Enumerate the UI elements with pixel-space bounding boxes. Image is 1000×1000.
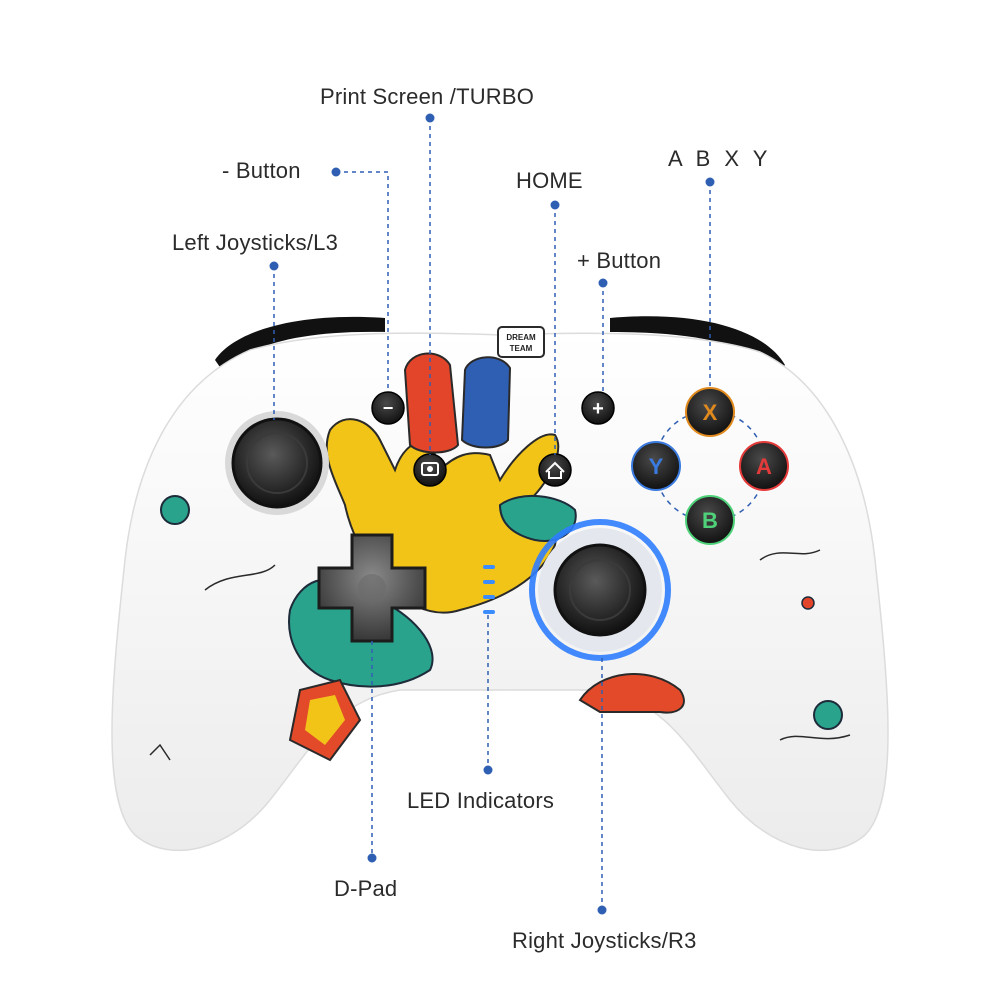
button-y[interactable]: [631, 441, 681, 491]
label-minus-button: - Button: [222, 158, 301, 183]
button-b-label: B: [702, 508, 718, 533]
button-x-label: X: [703, 400, 718, 425]
left-bumper: [215, 316, 385, 370]
button-b[interactable]: [685, 495, 735, 545]
artwork-dot-right: [801, 596, 815, 610]
label-print-screen: Print Screen /TURBO: [320, 84, 535, 109]
minus-button[interactable]: [371, 391, 405, 425]
label-led-indicators: LED Indicators: [407, 788, 555, 813]
artwork-sign: [497, 326, 545, 358]
left-joystick[interactable]: [231, 417, 323, 509]
artwork-blue-character: [460, 356, 512, 449]
artwork-sign-text-2: TEAM: [510, 344, 533, 353]
button-a[interactable]: [739, 441, 789, 491]
right-joystick-led-ring: [529, 519, 671, 661]
leader-lines: [273, 118, 711, 910]
camera-icon: [421, 462, 439, 476]
button-a-label: A: [756, 454, 772, 479]
leader-dots: [269, 113, 715, 915]
label-left-joystick: Left Joysticks/L3: [172, 230, 339, 255]
label-dpad: D-Pad: [334, 876, 398, 901]
label-abxy: A B X Y: [668, 146, 772, 171]
home-button[interactable]: [538, 453, 572, 487]
plus-glyph: +: [592, 398, 604, 420]
minus-glyph: −: [383, 398, 394, 418]
button-y-label: Y: [649, 454, 664, 479]
artwork-red-character: [403, 352, 460, 454]
right-bumper: [610, 316, 785, 372]
dpad[interactable]: [317, 533, 427, 643]
home-icon: [545, 461, 565, 479]
label-home: HOME: [516, 168, 583, 193]
led-indicators: [483, 565, 495, 614]
plus-button[interactable]: [581, 391, 615, 425]
right-joystick[interactable]: [553, 543, 647, 637]
button-x[interactable]: [685, 387, 735, 437]
artwork-sign-text-1: DREAM: [506, 333, 536, 342]
label-plus-button: + Button: [577, 248, 662, 273]
artwork-planet-left: [160, 495, 190, 525]
artwork-planet-right: [813, 700, 843, 730]
label-right-joystick: Right Joysticks/R3: [512, 928, 697, 953]
artwork-red-blob: [578, 673, 685, 714]
